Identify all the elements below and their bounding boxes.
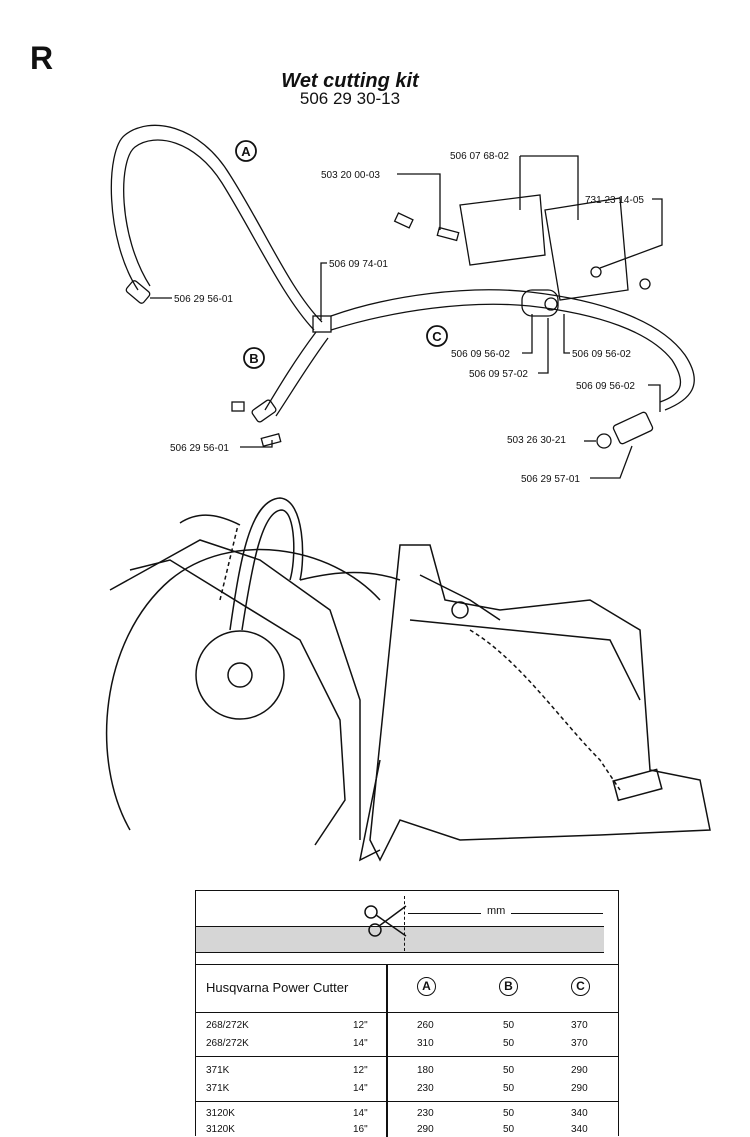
part-callout: 506 07 68-02	[450, 151, 509, 162]
size-cell: 14"	[353, 1038, 368, 1049]
model-cell: 268/272K	[206, 1020, 249, 1031]
part-callout: 503 26 30-21	[507, 435, 566, 446]
hose-label-b: B	[249, 351, 258, 366]
part-callout: 506 09 56-02	[576, 381, 635, 392]
section-letter: R	[30, 40, 54, 76]
b-cell: 50	[503, 1020, 515, 1031]
parts-diagram: A B C 506 07 68-02 503 20 00-03 731 23 1…	[105, 124, 711, 862]
b-cell: 50	[503, 1108, 515, 1119]
c-cell: 370	[571, 1020, 588, 1031]
size-cell: 12"	[353, 1065, 368, 1076]
scissors-icon	[364, 905, 407, 937]
c-cell: 290	[571, 1083, 588, 1094]
a-cell: 290	[417, 1124, 434, 1135]
hose-length-table: mm Husqvarna Power Cutter A B C 268/272K…	[195, 890, 619, 1137]
part-callout: 506 29 56-01	[170, 443, 229, 454]
hose-a	[110, 124, 323, 323]
part-callout: 506 29 57-01	[521, 474, 580, 485]
hose-label-a: A	[241, 144, 251, 159]
cut-line	[404, 896, 406, 951]
hose-b	[264, 331, 317, 411]
model-cell: 268/272K	[206, 1038, 249, 1049]
b-cell: 50	[503, 1038, 515, 1049]
c-cell: 340	[571, 1124, 588, 1135]
part-callout: 506 09 57-02	[469, 369, 528, 380]
a-cell: 310	[417, 1038, 434, 1049]
c-cell: 370	[571, 1038, 588, 1049]
group-divider	[196, 1101, 618, 1102]
kit-number: 506 29 30-13	[299, 89, 401, 108]
hose-label-c: C	[432, 329, 442, 344]
group-divider	[196, 1056, 618, 1057]
cut-length-illustration: mm	[196, 891, 618, 965]
size-cell: 14"	[353, 1083, 368, 1094]
column-divider	[386, 964, 388, 1137]
part-callout: 731 23 14-05	[585, 195, 644, 206]
size-cell: 14"	[353, 1108, 368, 1119]
size-cell: 12"	[353, 1020, 368, 1031]
hose-label-a-marker: A	[235, 140, 257, 162]
a-cell: 260	[417, 1020, 434, 1031]
hose-section-graphic	[196, 926, 604, 953]
b-cell: 50	[503, 1065, 515, 1076]
b-cell: 50	[503, 1083, 515, 1094]
product-header: Husqvarna Power Cutter	[206, 980, 349, 995]
c-cell: 340	[571, 1108, 588, 1119]
table-header: Husqvarna Power Cutter A B C	[196, 964, 618, 1013]
model-cell: 371K	[206, 1083, 230, 1094]
c-cell: 290	[571, 1065, 588, 1076]
hose-label-b-marker: B	[243, 347, 265, 369]
b-cell: 50	[503, 1124, 515, 1135]
part-callout: 506 29 56-01	[174, 294, 233, 305]
part-callout: 506 09 56-02	[451, 349, 510, 360]
hose-c	[330, 289, 695, 411]
hose-label-c-marker: C	[426, 325, 448, 347]
part-callout: 503 20 00-03	[321, 170, 380, 181]
a-cell: 230	[417, 1083, 434, 1094]
column-header-a: A	[417, 977, 436, 996]
power-cutter-illustration	[105, 497, 711, 862]
size-cell: 16"	[353, 1124, 368, 1135]
model-cell: 3120K	[206, 1124, 235, 1135]
a-cell: 230	[417, 1108, 434, 1119]
part-callout: 506 09 56-02	[572, 349, 631, 360]
part-callout: 506 09 74-01	[329, 259, 388, 270]
page-title: Wet cutting kit	[281, 70, 419, 92]
model-cell: 3120K	[206, 1108, 235, 1119]
column-header-b: B	[499, 977, 518, 996]
model-cell: 371K	[206, 1065, 230, 1076]
measure-label: mm	[481, 905, 512, 917]
column-header-c: C	[571, 977, 590, 996]
a-cell: 180	[417, 1065, 434, 1076]
